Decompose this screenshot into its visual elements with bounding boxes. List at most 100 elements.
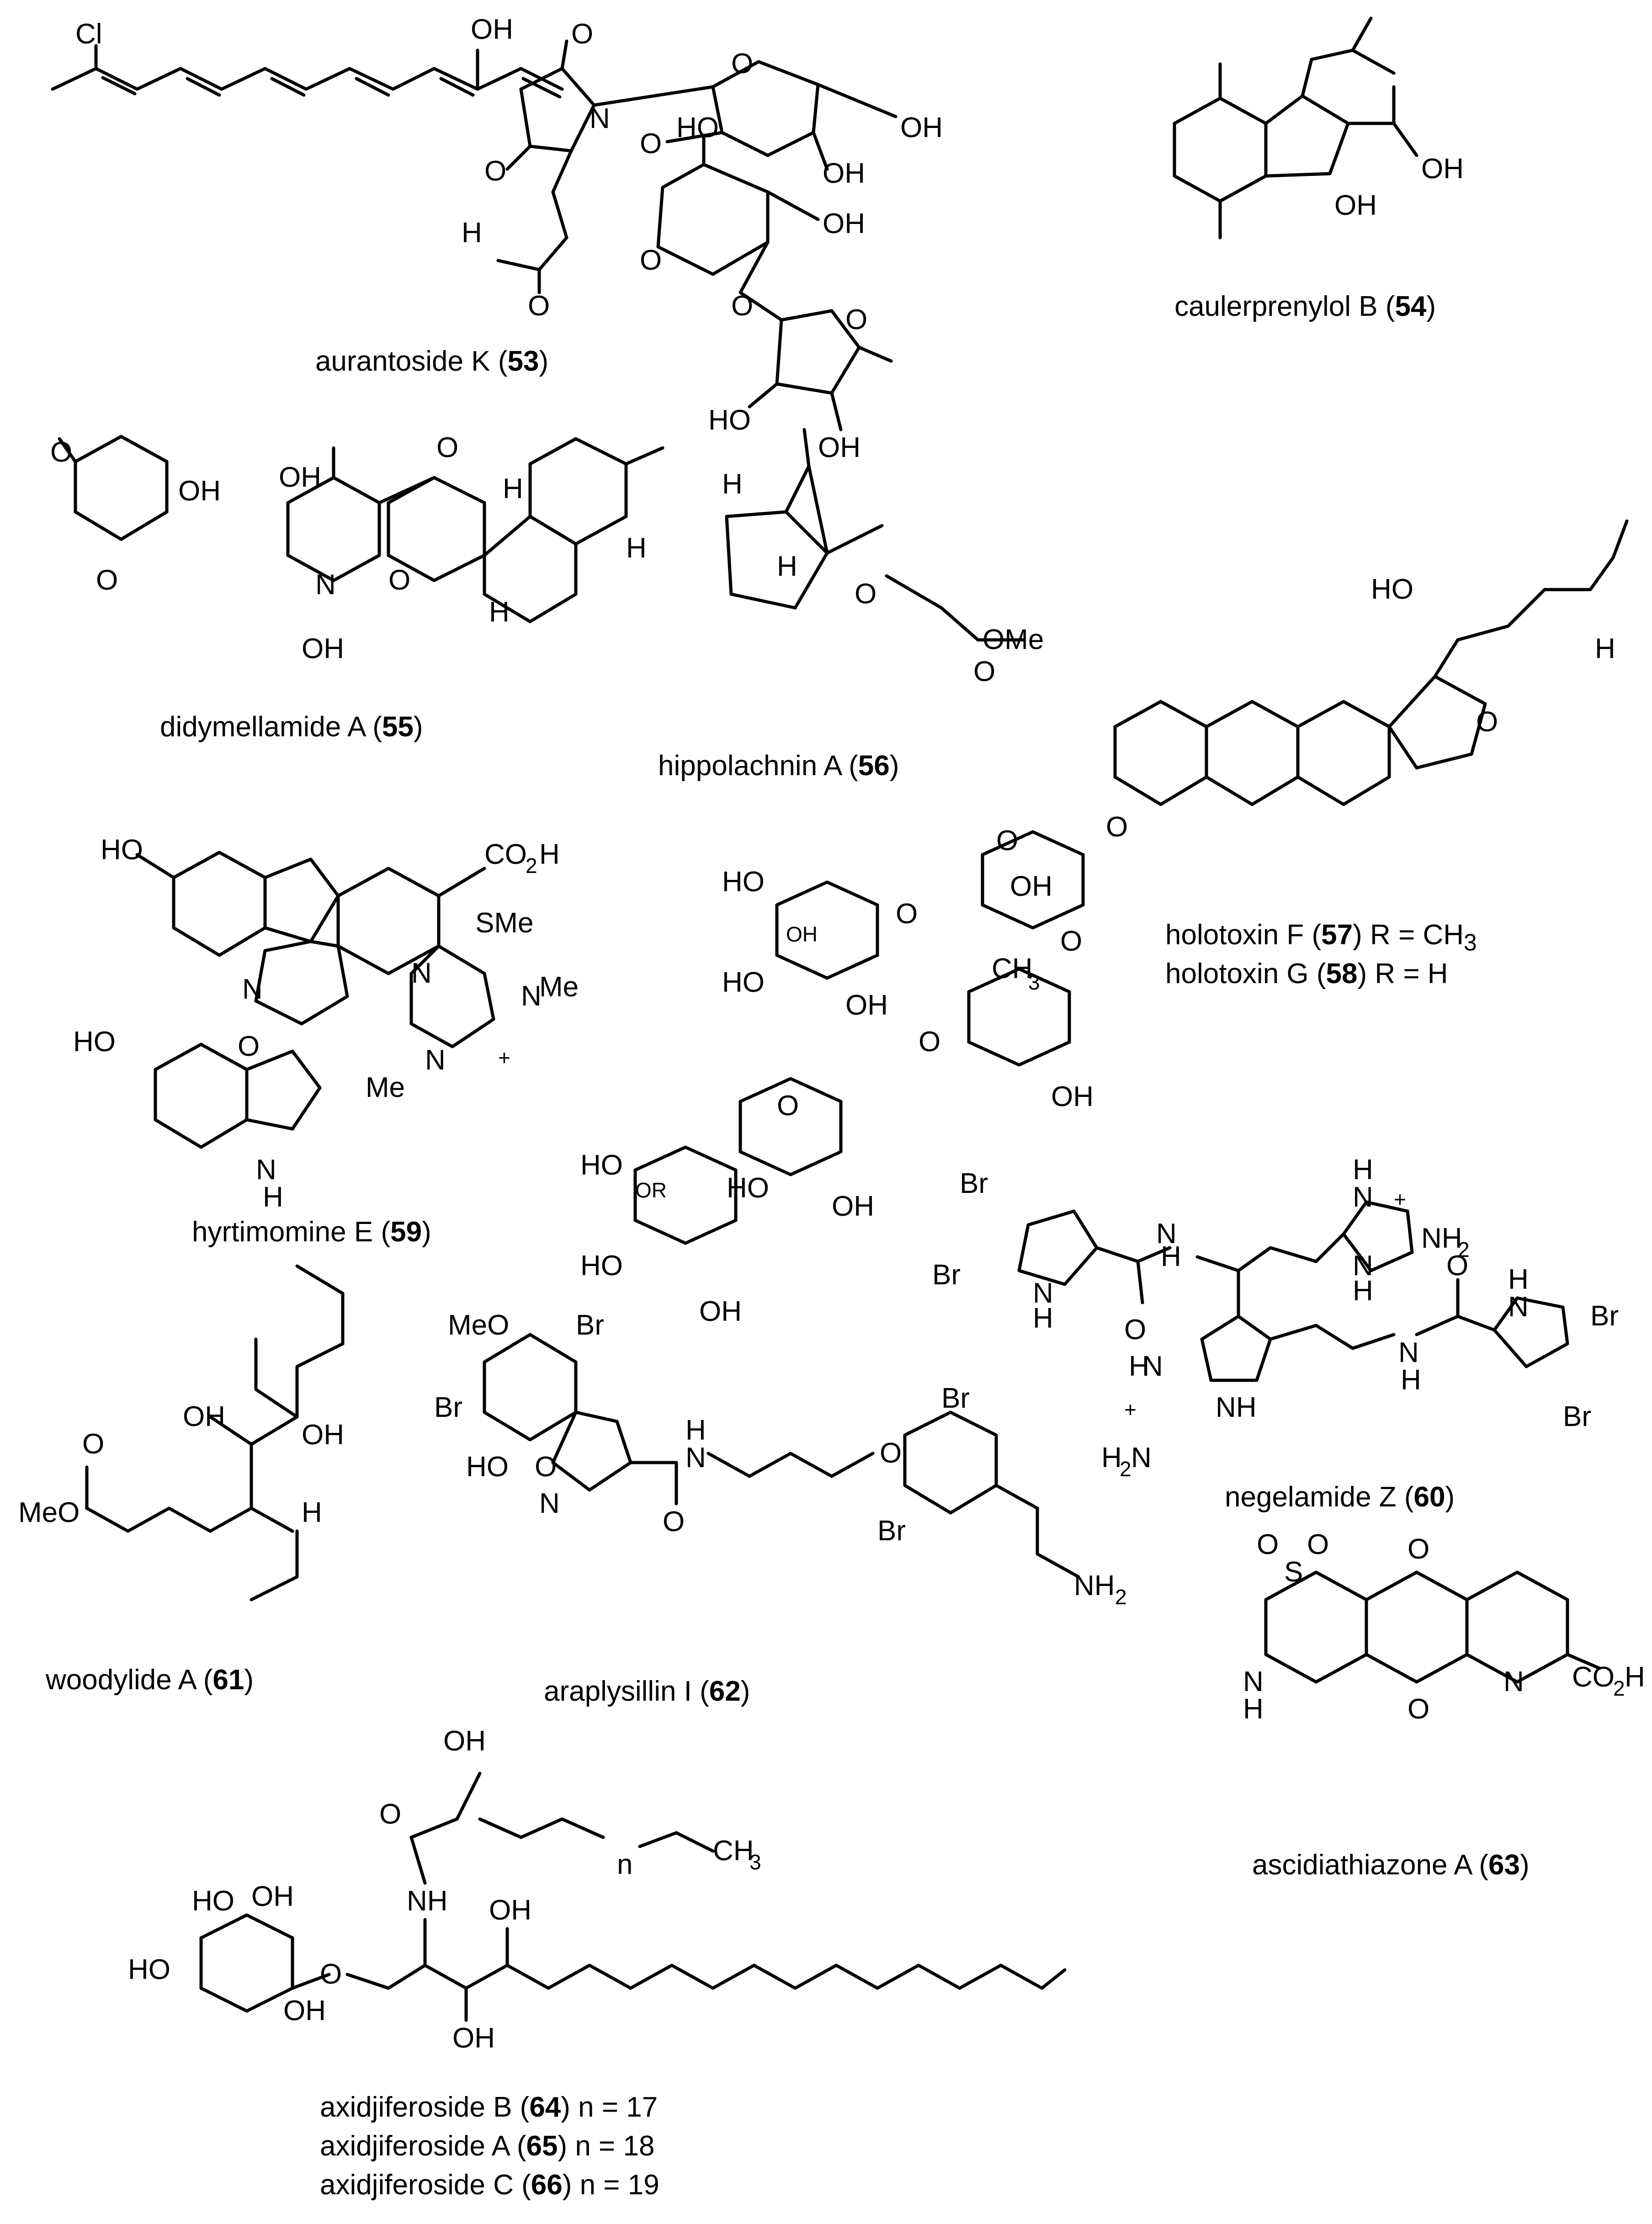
svg-text:H: H	[1401, 1364, 1421, 1396]
svg-text:O: O	[1257, 1529, 1279, 1560]
svg-text:2: 2	[1120, 1457, 1131, 1481]
caption-hyrtimomine-e: hyrtimomine E (59)	[192, 1216, 431, 1248]
svg-text:Br: Br	[941, 1383, 970, 1414]
structure-woodylide-a: MeO O OH OH H	[18, 1264, 345, 1601]
svg-text:O: O	[528, 290, 550, 322]
svg-text:OH: OH	[251, 1881, 294, 1912]
caption-ascidiathiazone-a: ascidiathiazone A (63)	[1252, 1849, 1530, 1881]
structure-aurantoside-k: Cl OH O N O O H O OH OH O HO OH O O O HO…	[51, 14, 943, 463]
svg-text:H: H	[302, 1497, 322, 1528]
svg-text:O: O	[379, 1798, 401, 1830]
svg-text:O: O	[640, 245, 662, 276]
svg-text:N: N	[590, 103, 610, 134]
svg-text:OH: OH	[1051, 1081, 1094, 1112]
svg-text:N: N	[425, 1044, 446, 1076]
svg-text:N: N	[521, 980, 542, 1012]
structure-ascidiathiazone-a: O O S O O N H N CO 2 H	[1243, 1529, 1645, 1725]
svg-text:+: +	[1124, 1398, 1137, 1421]
svg-text:N: N	[1131, 1442, 1152, 1474]
svg-text:O: O	[880, 1437, 902, 1469]
svg-text:H: H	[626, 532, 647, 564]
svg-text:N: N	[242, 974, 263, 1005]
svg-text:N: N	[539, 1488, 560, 1519]
svg-text:Br: Br	[877, 1515, 906, 1547]
svg-text:OH: OH	[452, 2022, 495, 2054]
svg-text:OH: OH	[283, 1995, 326, 2027]
svg-text:O: O	[973, 656, 995, 687]
svg-text:O: O	[1408, 1533, 1429, 1565]
svg-text:N: N	[1353, 1250, 1373, 1282]
svg-text:H: H	[722, 468, 743, 500]
svg-text:H: H	[685, 1415, 706, 1446]
caption-araplysillin-i: araplysillin I (62)	[544, 1676, 750, 1707]
svg-text:CH: CH	[713, 1835, 754, 1867]
svg-text:OH: OH	[489, 1894, 531, 1926]
svg-text:OH: OH	[443, 1725, 486, 1757]
svg-text:Br: Br	[1563, 1401, 1591, 1432]
svg-text:O: O	[663, 1506, 685, 1538]
svg-text:OH: OH	[178, 475, 221, 507]
svg-text:N: N	[685, 1442, 706, 1474]
svg-text:3: 3	[749, 1850, 761, 1874]
svg-text:N: N	[1243, 1666, 1264, 1697]
svg-text:H: H	[263, 1181, 283, 1213]
svg-text:O: O	[82, 1428, 104, 1460]
svg-text:HO: HO	[466, 1451, 509, 1483]
svg-text:S: S	[1284, 1556, 1303, 1588]
svg-text:Br: Br	[960, 1168, 988, 1199]
svg-text:HO: HO	[192, 1885, 234, 1917]
svg-text:H: H	[539, 839, 560, 870]
svg-text:OH: OH	[279, 462, 321, 493]
svg-text:H: H	[1161, 1241, 1181, 1272]
svg-text:N: N	[1156, 1218, 1177, 1250]
caption-axidjiferoside-a: axidjiferoside A (65) n = 18	[320, 2130, 655, 2162]
svg-text:HO: HO	[580, 1149, 623, 1181]
svg-text:H: H	[1243, 1693, 1264, 1725]
caption-holotoxin-g: holotoxin G (58) R = H	[1165, 958, 1448, 990]
caption-didymellamide-a: didymellamide A (55)	[160, 711, 423, 743]
svg-text:H: H	[489, 596, 510, 628]
caption-aurantoside-k: aurantoside K (53)	[315, 346, 549, 377]
svg-text:N: N	[411, 958, 432, 989]
svg-text:O: O	[571, 18, 593, 50]
caption-axidjiferoside-b: axidjiferoside B (64) n = 17	[320, 2091, 658, 2123]
svg-text:NH: NH	[1421, 1223, 1462, 1254]
svg-text:NH: NH	[1216, 1392, 1257, 1423]
svg-text:HO: HO	[676, 112, 719, 144]
svg-text:CO: CO	[484, 839, 527, 870]
svg-text:O: O	[919, 1026, 940, 1058]
svg-text:OH: OH	[183, 1401, 225, 1432]
svg-text:O: O	[731, 48, 753, 80]
svg-text:O: O	[50, 436, 72, 468]
caption-holotoxin-f: holotoxin F (57) R = CH3	[1165, 919, 1477, 956]
svg-text:O: O	[1408, 1693, 1429, 1725]
svg-text:H: H	[1101, 1442, 1122, 1474]
svg-text:HO: HO	[128, 1954, 170, 1985]
svg-text:O: O	[1476, 706, 1498, 738]
svg-text:Cl: Cl	[75, 18, 102, 50]
svg-text:3: 3	[1028, 970, 1040, 994]
svg-text:O: O	[777, 1090, 799, 1122]
svg-text:MeO: MeO	[448, 1309, 509, 1341]
svg-text:H: H	[462, 217, 482, 249]
svg-text:N: N	[1503, 1666, 1524, 1697]
svg-text:HO: HO	[73, 1026, 116, 1058]
svg-text:O: O	[238, 1031, 260, 1062]
svg-text:Br: Br	[434, 1392, 462, 1423]
svg-text:H: H	[1595, 633, 1615, 665]
structure-didymellamide-a: O OH OH O N OH O O H H H	[50, 432, 664, 665]
svg-text:2: 2	[1458, 1238, 1470, 1261]
structure-holotoxin: HO H O O O O OH O HO OH HO OH CH 3 O OH …	[580, 519, 1629, 1327]
svg-text:MeO: MeO	[18, 1497, 80, 1528]
svg-text:Br: Br	[932, 1259, 961, 1291]
svg-text:H: H	[1353, 1275, 1373, 1307]
svg-text:NH: NH	[407, 1885, 448, 1917]
svg-text:OH: OH	[471, 14, 513, 45]
svg-text:HO: HO	[1371, 574, 1413, 605]
structure-caulerprenylol-b: OH OH	[1173, 16, 1464, 239]
caption-caulerprenylol-b: caulerprenylol B (54)	[1174, 291, 1436, 322]
structure-araplysillin-i: MeO Br Br HO O N O H N O Br Br NH 2	[434, 1309, 1127, 1609]
svg-text:H: H	[503, 473, 523, 505]
svg-text:O: O	[320, 1958, 342, 1990]
